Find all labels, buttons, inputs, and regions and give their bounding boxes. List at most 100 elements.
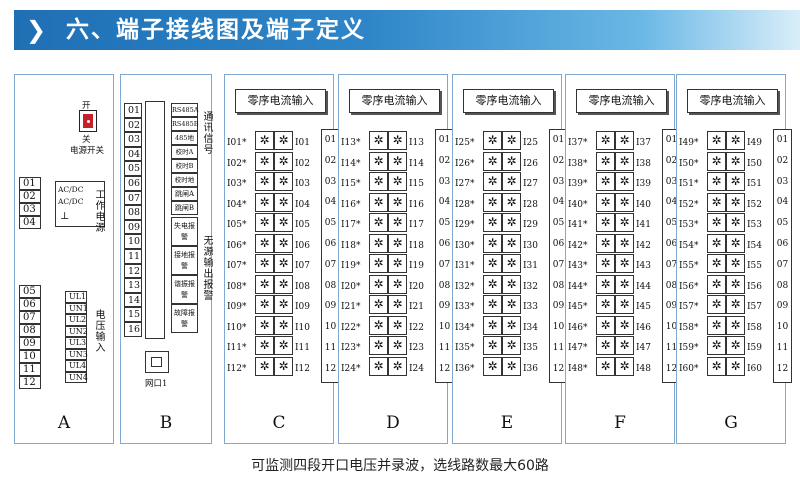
current-terminal: I03 [295, 179, 311, 189]
diagram-caption: 可监测四段开口电压并录波，选线路数最大60路 [251, 458, 549, 474]
panel-label: E [500, 413, 514, 433]
panel-b-label: B [159, 413, 173, 433]
terminal-number: 12 [19, 376, 41, 389]
screw-terminal-icon: ✲ [369, 233, 388, 253]
screw-terminal-icon: ✲ [707, 336, 726, 355]
screw-terminal-icon: ✲ [502, 295, 521, 314]
terminal-number: 09 [19, 337, 41, 350]
panel-title: 零序电流输入 [576, 89, 667, 113]
screw-terminal-icon: ✲ [596, 254, 615, 273]
screw-terminal-icon: ✲ [388, 356, 407, 376]
strip-number: 05 [324, 218, 337, 229]
current-star-terminal: I30* [455, 240, 475, 251]
screw-terminal-icon: ✲ [596, 295, 615, 314]
screw-terminal-icon: ✲ [388, 295, 407, 314]
screw-terminal-icon: ✲ [483, 151, 502, 171]
current-star-terminal: I24* [341, 363, 361, 374]
comm-label: 通讯信号 [201, 111, 212, 155]
strip-number: 05 [552, 218, 565, 229]
panel-label: D [386, 413, 400, 433]
screw-terminal-icon: ✲ [369, 336, 388, 355]
screw-terminal-icon: ✲ [596, 233, 615, 253]
current-terminal: I17 [409, 220, 425, 230]
current-star-terminal: I26* [455, 158, 475, 169]
current-star-terminal: I44* [568, 281, 588, 292]
current-star-terminal: I41* [568, 220, 588, 230]
panel-a-label: A [57, 413, 71, 433]
screw-terminal-icon: ✲ [615, 213, 634, 232]
current-star-terminal: I07* [227, 261, 247, 271]
strip-number: 12 [552, 363, 565, 374]
strip-number: 10 [776, 322, 789, 333]
screw-terminal-icon: ✲ [596, 151, 615, 171]
current-star-terminal: I02* [227, 158, 247, 169]
screw-terminal-icon: ✲ [255, 295, 274, 314]
strip-number: 12 [665, 363, 678, 374]
screw-terminal-icon: ✲ [707, 233, 726, 253]
screw-terminal-icon: ✲ [502, 233, 521, 253]
current-terminal: I42 [636, 240, 652, 251]
screw-terminal-icon: ✲ [596, 356, 615, 376]
current-star-terminal: I27* [455, 179, 475, 189]
panel-title: 零序电流输入 [349, 89, 440, 113]
current-star-terminal: I10* [227, 322, 247, 333]
strip-number: 02 [438, 155, 451, 166]
current-star-terminal: I14* [341, 158, 361, 169]
current-star-terminal: I38* [568, 158, 588, 169]
screw-terminal-icon: ✲ [369, 213, 388, 232]
strip-number: 02 [776, 155, 789, 166]
panel-label: G [724, 413, 738, 433]
current-terminal: I60 [747, 363, 763, 374]
section-banner: ❯ 六、端子接线图及端子定义 [14, 10, 800, 50]
panel-title: 零序电流输入 [235, 89, 326, 113]
strip-number: 01 [552, 135, 565, 145]
screw-terminal-icon: ✲ [502, 131, 521, 150]
current-terminal: I45 [636, 302, 652, 312]
terminal-number: 07 [124, 190, 142, 206]
comm-terminal-label: 校时地 [171, 173, 198, 187]
strip-number: 06 [776, 239, 789, 249]
strip-number: 11 [438, 343, 451, 353]
terminal-number: 03 [124, 132, 142, 147]
screw-terminal-icon: ✲ [388, 254, 407, 273]
current-star-terminal: I37* [568, 138, 588, 148]
current-terminal: I13 [409, 138, 425, 148]
screw-terminal-icon: ✲ [707, 315, 726, 335]
current-terminal: I33 [523, 302, 539, 312]
screw-terminal-icon: ✲ [255, 213, 274, 232]
current-terminal: I29 [523, 220, 539, 230]
voltage-channel: UL1 [65, 291, 87, 303]
screw-terminal-icon: ✲ [274, 233, 293, 253]
current-terminal: I16 [409, 199, 425, 210]
screw-terminal-icon: ✲ [255, 254, 274, 273]
current-star-terminal: I21* [341, 302, 361, 312]
current-star-terminal: I53* [679, 220, 699, 230]
screw-terminal-icon: ✲ [255, 233, 274, 253]
current-terminal: I09 [295, 302, 311, 312]
ethernet-port-icon [145, 351, 169, 373]
screw-terminal-icon: ✲ [726, 131, 745, 150]
strip-number: 05 [438, 218, 451, 229]
network-port-label: 网口1 [145, 379, 168, 389]
current-terminal: I20 [409, 281, 425, 292]
comm-terminal-label: 校时B [171, 159, 198, 173]
chevron-right-icon: ❯ [26, 16, 47, 44]
screw-terminal-icon: ✲ [274, 274, 293, 294]
strip-number: 06 [665, 239, 678, 249]
screw-terminal-icon: ✲ [388, 274, 407, 294]
terminal-number: 06 [19, 298, 41, 311]
screw-terminal-icon: ✲ [726, 295, 745, 314]
current-terminal: I02 [295, 158, 311, 169]
current-terminal: I07 [295, 261, 311, 271]
screw-terminal-icon: ✲ [369, 356, 388, 376]
current-star-terminal: I46* [568, 322, 588, 333]
screw-terminal-icon: ✲ [255, 274, 274, 294]
terminal-number: 09 [124, 219, 142, 235]
current-star-terminal: I11* [227, 343, 247, 353]
strip-number: 01 [665, 135, 678, 145]
strip-number: 10 [438, 322, 451, 333]
terminal-number: 04 [19, 216, 41, 229]
screw-terminal-icon: ✲ [707, 254, 726, 273]
